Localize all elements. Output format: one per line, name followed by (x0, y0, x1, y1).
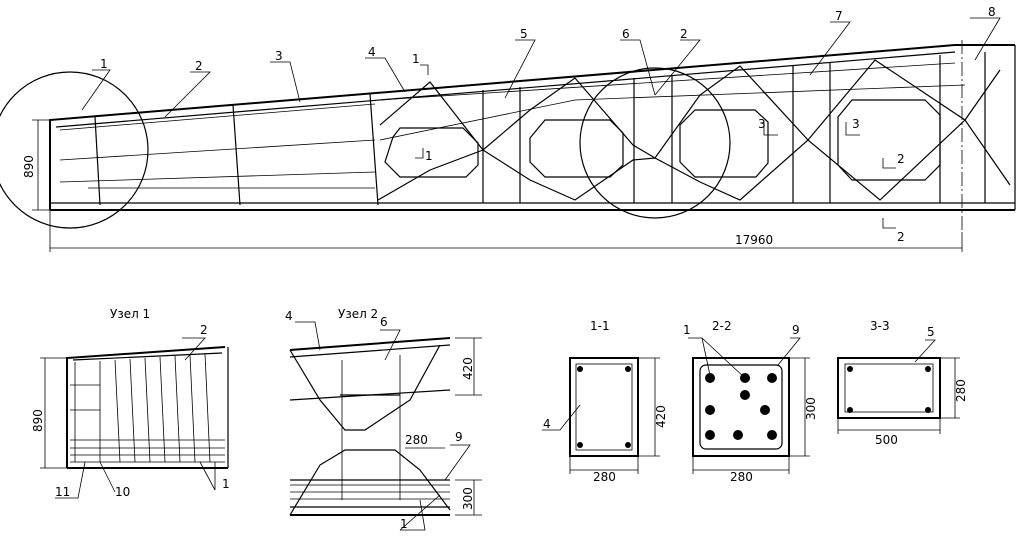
callout-5: 5 (520, 27, 528, 41)
section-1-1-dim-width: 280 (593, 470, 616, 484)
section-2-2-dim-width: 280 (730, 470, 753, 484)
node-2-bars (290, 484, 450, 500)
node-1-circle (0, 71, 149, 229)
node-1-dim-height: 890 (31, 409, 45, 432)
section-1-1-title: 1-1 (590, 319, 610, 333)
section-3-3-dim-height: 280 (954, 379, 968, 402)
node-1-callout-10: 10 (115, 485, 130, 499)
callout-2: 2 (195, 59, 203, 73)
node-1-callout-1: 1 (222, 477, 230, 491)
callout-2b: 2 (680, 27, 688, 41)
beam-outline (49, 44, 1015, 210)
node-2-dim-420: 420 (461, 357, 475, 380)
section-mark-2-bottom: 2 (897, 230, 905, 244)
node-2-circle (579, 67, 731, 219)
section-mark-3-left: 3 (758, 117, 766, 131)
section-2-2-callout-1: 1 (683, 323, 691, 337)
vertical-posts (482, 52, 986, 203)
node-2-callout-1: 1 (400, 517, 408, 531)
section-mark-3-right: 3 (852, 117, 860, 131)
section-3-3-callout-5: 5 (927, 325, 935, 339)
section-mark-1-top: 1 (412, 52, 420, 66)
node-1-title: Узел 1 (110, 307, 150, 321)
node-2-dim-300: 300 (461, 487, 475, 510)
node-2-dim-280: 280 (405, 433, 428, 447)
section-1-1-dim-height: 420 (654, 405, 668, 428)
node-2-detail: Узел 2 4 6 9 1 420 280 300 (285, 307, 482, 531)
node-1-stirrups (70, 353, 225, 463)
node-2-callout-4: 4 (285, 309, 293, 323)
section-3-3-title: 3-3 (870, 319, 890, 333)
dim-height-890: 890 (22, 155, 36, 178)
node-2-callout-9: 9 (455, 430, 463, 444)
node-2-callout-6: 6 (380, 315, 388, 329)
section-2-2: 2-2 1 9 300 280 (683, 319, 818, 484)
section-mark-1-bottom: 1 (425, 149, 433, 163)
callout-1: 1 (100, 57, 108, 71)
web-openings (384, 99, 941, 181)
section-marks (415, 64, 896, 229)
callout-3: 3 (275, 49, 283, 63)
callout-4: 4 (368, 45, 376, 59)
section-2-2-dim-height: 300 (804, 397, 818, 420)
callout-7: 7 (835, 9, 843, 23)
callout-leaders (81, 17, 1001, 118)
section-3-3-dim-width: 500 (875, 433, 898, 447)
section-mark-2-top: 2 (897, 152, 905, 166)
main-elevation: 1 2 3 4 5 6 2 7 8 1 1 3 3 2 2 890 17960 (0, 5, 1016, 252)
truss-diagonals (377, 59, 1011, 201)
callout-6: 6 (622, 27, 630, 41)
dimension-lines (32, 119, 963, 252)
section-1-1-callout-4: 4 (543, 417, 551, 431)
section-1-1: 1-1 4 420 280 (542, 319, 668, 484)
dim-length-17960: 17960 (735, 233, 773, 247)
section-2-2-title: 2-2 (712, 319, 732, 333)
node-1-detail: Узел 1 890 2 (31, 307, 230, 499)
section-2-2-callout-9: 9 (792, 323, 800, 337)
beam-top-inner (55, 51, 956, 128)
section-3-3: 3-3 5 280 500 (837, 319, 968, 447)
node-1-callout-11: 11 (55, 485, 70, 499)
node-1-callout-2: 2 (200, 323, 208, 337)
node-2-title: Узел 2 (338, 307, 378, 321)
callout-8: 8 (988, 5, 996, 19)
